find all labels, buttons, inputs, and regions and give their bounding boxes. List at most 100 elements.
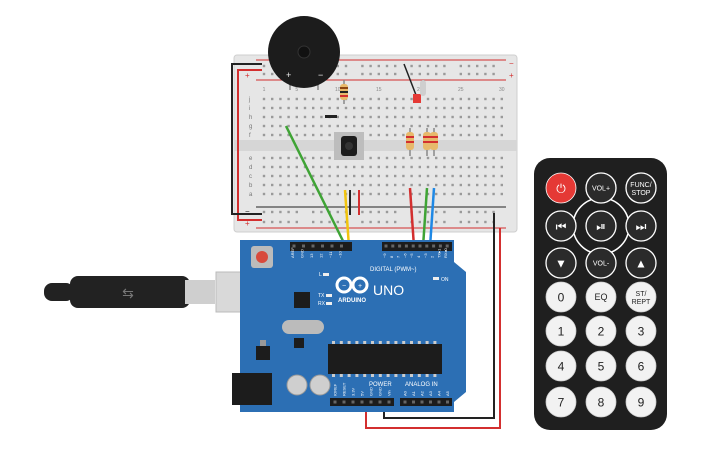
digit-1-button-cap[interactable] <box>545 315 577 347</box>
column-number: 10 <box>335 87 341 93</box>
header-pin[interactable] <box>311 244 315 248</box>
digit-3-button-cap[interactable] <box>625 315 657 347</box>
breadboard-hole <box>295 174 298 178</box>
mcu-pin <box>386 341 390 344</box>
digit-7-button-cap[interactable] <box>545 386 577 418</box>
wire-red-left[interactable] <box>237 69 262 221</box>
header-pin[interactable] <box>321 244 324 248</box>
prev-button[interactable]: ⏮ <box>545 210 577 242</box>
down-button-cap[interactable] <box>545 247 577 279</box>
header-pin[interactable] <box>360 400 364 404</box>
usb-cable[interactable]: ⇆ <box>44 271 273 313</box>
breadboard-hole <box>336 174 339 178</box>
ir-receiver[interactable] <box>334 132 364 160</box>
vol-plus-button[interactable]: VOL+ <box>585 172 617 204</box>
header-pin[interactable] <box>342 400 346 404</box>
digit-8-button-cap[interactable] <box>585 386 617 418</box>
next-button[interactable]: ⏭ <box>625 210 657 242</box>
func-stop-button-cap[interactable] <box>625 172 657 204</box>
digit-0-button-cap[interactable] <box>545 281 577 313</box>
header-pin[interactable] <box>429 400 432 404</box>
eq-button[interactable]: EQ <box>585 281 617 313</box>
header-pin[interactable] <box>292 244 296 248</box>
piezo-buzzer[interactable]: + − <box>268 16 340 90</box>
digit-5-button-cap[interactable] <box>585 350 617 382</box>
resistor-3[interactable] <box>423 128 431 156</box>
digit-8-button[interactable]: 8 <box>585 386 617 418</box>
digit-9-button[interactable]: 9 <box>625 386 657 418</box>
wire-yellow-pin11[interactable] <box>343 189 351 248</box>
power-button[interactable]: ⏻ <box>545 172 577 204</box>
header-pin[interactable] <box>411 244 415 248</box>
digit-4-button[interactable]: 4 <box>545 350 577 382</box>
header-pin[interactable] <box>387 400 391 404</box>
header-pin[interactable] <box>302 244 305 248</box>
digit-4-button-cap[interactable] <box>545 350 577 382</box>
wire-red-pin4[interactable] <box>408 187 416 248</box>
header-pin[interactable] <box>340 244 343 248</box>
mcu-pin <box>402 341 406 344</box>
power-button-cap[interactable] <box>545 172 577 204</box>
header-pin[interactable] <box>330 244 334 248</box>
digit-0-button[interactable]: 0 <box>545 281 577 313</box>
header-pin[interactable] <box>432 244 436 248</box>
digit-3-button[interactable]: 3 <box>625 315 657 347</box>
header-pin[interactable] <box>425 244 429 248</box>
header-pin[interactable] <box>446 400 449 404</box>
func-stop-button[interactable]: FUNC/STOP <box>625 172 657 204</box>
header-pin[interactable] <box>438 244 442 248</box>
digit-6-button[interactable]: 6 <box>625 350 657 382</box>
header-pin[interactable] <box>398 244 402 248</box>
reset-button-cap[interactable] <box>256 251 268 263</box>
header-pin[interactable] <box>391 244 395 248</box>
digit-5-button[interactable]: 5 <box>585 350 617 382</box>
digit-6-button-cap[interactable] <box>625 350 657 382</box>
vol-minus-button[interactable]: VOL- <box>585 247 617 279</box>
vol-minus-button-cap[interactable] <box>585 247 617 279</box>
play-pause-button-cap[interactable] <box>585 210 617 242</box>
row-letter-c: c <box>249 174 252 180</box>
header-pin[interactable] <box>369 400 373 404</box>
wire-red-5v[interactable] <box>365 228 501 429</box>
header-pin[interactable] <box>437 400 441 404</box>
st-rept-button-cap[interactable] <box>625 281 657 313</box>
resistor-2[interactable] <box>406 128 414 156</box>
mcu-pin <box>355 341 359 344</box>
header-pin[interactable] <box>418 244 422 248</box>
next-button-cap[interactable] <box>625 210 657 242</box>
digit-7-button[interactable]: 7 <box>545 386 577 418</box>
wire-black-left[interactable] <box>231 63 262 215</box>
header-pin[interactable] <box>333 400 337 404</box>
header-pin[interactable] <box>404 244 408 248</box>
mcu-pin <box>332 374 335 377</box>
header-pin[interactable] <box>351 400 355 404</box>
header-pin[interactable] <box>420 400 424 404</box>
wire-blue-pin2[interactable] <box>428 187 436 248</box>
st-rept-button[interactable]: ST/REPT <box>625 281 657 313</box>
digit-9-button-cap[interactable] <box>625 386 657 418</box>
header-pin[interactable] <box>445 244 449 248</box>
header-pin[interactable] <box>384 244 388 248</box>
play-pause-button[interactable]: ⏯ <box>585 210 617 242</box>
header-pin[interactable] <box>412 400 415 404</box>
resistor-led[interactable] <box>420 80 426 96</box>
up-button[interactable]: ▲ <box>625 247 657 279</box>
resistor-4[interactable] <box>430 128 438 156</box>
digit-2-button[interactable]: 2 <box>585 315 617 347</box>
eq-button-cap[interactable] <box>585 281 617 313</box>
wire-green-pin12[interactable] <box>284 125 348 248</box>
header-pin[interactable] <box>403 400 407 404</box>
wire-green-pin3[interactable] <box>421 187 429 248</box>
resistor-1[interactable] <box>340 80 348 104</box>
led-tx <box>326 294 332 297</box>
header-pin[interactable] <box>378 400 382 404</box>
digit-2-button-cap[interactable] <box>585 315 617 347</box>
digit-1-button[interactable]: 1 <box>545 315 577 347</box>
up-button-cap[interactable] <box>625 247 657 279</box>
down-button[interactable]: ▼ <box>545 247 577 279</box>
prev-button-cap[interactable] <box>545 210 577 242</box>
vol-plus-button-cap[interactable] <box>585 172 617 204</box>
